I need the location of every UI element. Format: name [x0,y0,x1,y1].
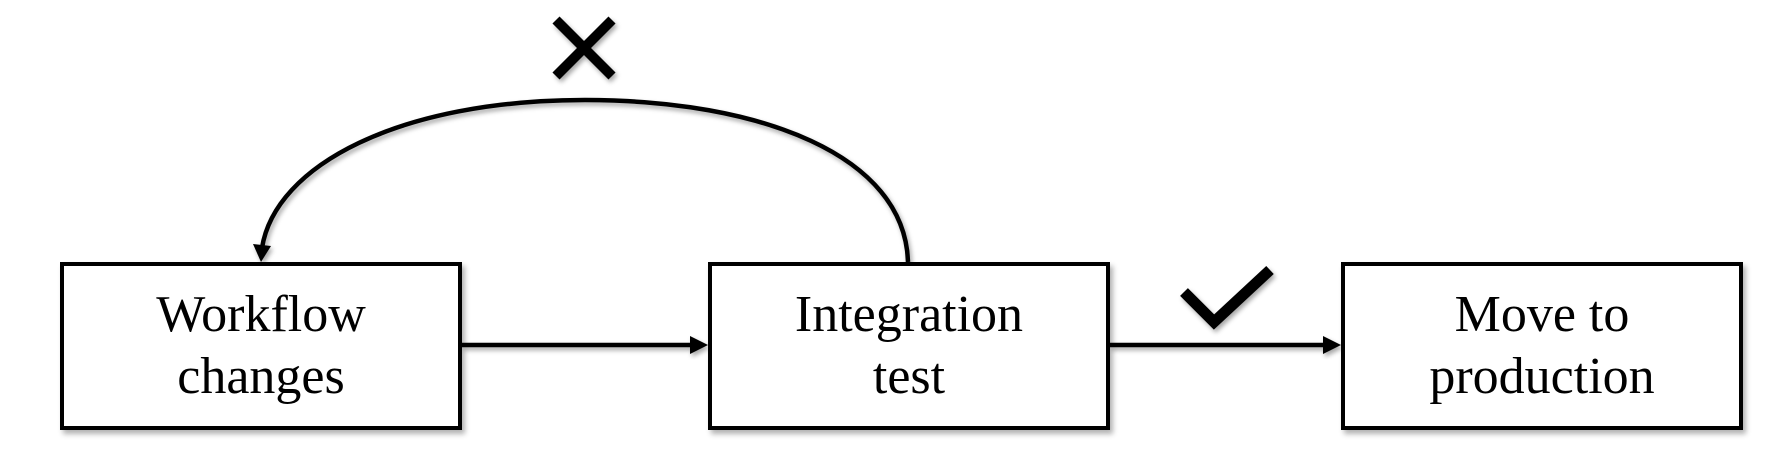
node-label: Workflow changes [156,286,366,405]
arrow-integration-to-production [1110,336,1341,354]
arrowhead [253,244,271,262]
node-label: Move to production [1429,286,1655,405]
node-workflow-changes: Workflow changes [60,262,462,430]
arrowhead [1323,336,1341,354]
node-move-to-production: Move to production [1341,262,1743,430]
cross-mark-icon [552,16,616,80]
arrow-workflow-to-integration [462,336,708,354]
arrow-integration-to-workflow [253,97,911,263]
arrowhead [690,336,708,354]
node-integration-test: Integration test [708,262,1110,430]
feedback-arc [259,97,911,263]
node-label: Integration test [794,286,1024,405]
check-mark-icon [1180,265,1274,330]
